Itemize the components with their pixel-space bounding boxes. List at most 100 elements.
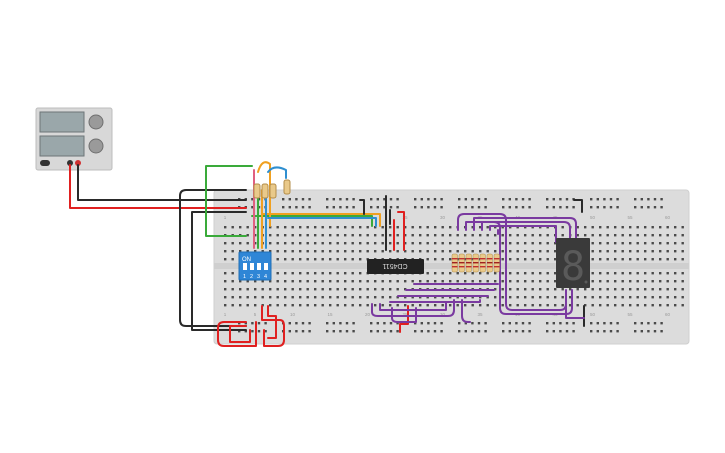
breadboard-hole[interactable] (590, 198, 593, 201)
breadboard-hole[interactable] (629, 304, 632, 307)
breadboard-hole[interactable] (291, 242, 294, 245)
breadboard-hole[interactable] (508, 206, 511, 209)
breadboard-hole[interactable] (479, 242, 482, 245)
breadboard-hole[interactable] (420, 206, 423, 209)
breadboard-hole[interactable] (509, 250, 512, 253)
breadboard-hole[interactable] (591, 250, 594, 253)
breadboard-hole[interactable] (440, 330, 443, 333)
breadboard-hole[interactable] (254, 280, 257, 283)
breadboard-hole[interactable] (674, 280, 677, 283)
breadboard-hole[interactable] (477, 330, 481, 333)
breadboard-hole[interactable] (339, 322, 342, 325)
breadboard-hole[interactable] (427, 206, 430, 209)
breadboard-hole[interactable] (224, 280, 227, 283)
breadboard-hole[interactable] (374, 242, 377, 245)
breadboard-hole[interactable] (508, 198, 511, 201)
breadboard-hole[interactable] (299, 272, 302, 275)
breadboard-hole[interactable] (501, 288, 504, 291)
breadboard-hole[interactable] (516, 258, 519, 261)
breadboard-hole[interactable] (269, 280, 272, 283)
breadboard-hole[interactable] (659, 288, 662, 291)
breadboard-hole[interactable] (471, 304, 474, 307)
breadboard-hole[interactable] (494, 272, 497, 275)
breadboard-hole[interactable] (681, 250, 684, 253)
wire-blue-1[interactable] (267, 166, 287, 179)
breadboard-hole[interactable] (288, 198, 291, 201)
breadboard-hole[interactable] (336, 296, 339, 299)
resistor-4[interactable] (283, 179, 291, 195)
breadboard-hole[interactable] (321, 280, 324, 283)
breadboard-hole[interactable] (284, 272, 287, 275)
breadboard-hole[interactable] (524, 258, 527, 261)
breadboard-hole[interactable] (231, 296, 234, 299)
breadboard-hole[interactable] (681, 296, 684, 299)
breadboard-hole[interactable] (609, 206, 613, 209)
breadboard-hole[interactable] (441, 304, 444, 307)
breadboard-hole[interactable] (370, 198, 373, 201)
breadboard-hole[interactable] (396, 198, 399, 201)
breadboard-hole[interactable] (629, 250, 632, 253)
breadboard-hole[interactable] (351, 250, 354, 253)
breadboard-hole[interactable] (559, 198, 562, 201)
breadboard-hole[interactable] (636, 304, 639, 307)
breadboard-hole[interactable] (239, 226, 242, 229)
breadboard-hole[interactable] (314, 226, 317, 229)
breadboard-hole[interactable] (321, 288, 324, 291)
breadboard-hole[interactable] (569, 288, 572, 291)
breadboard-hole[interactable] (539, 234, 542, 237)
breadboard-hole[interactable] (321, 234, 324, 237)
breadboard-hole[interactable] (321, 242, 324, 245)
breadboard-hole[interactable] (434, 258, 437, 261)
breadboard-hole[interactable] (640, 206, 643, 209)
breadboard-hole[interactable] (329, 304, 332, 307)
breadboard-hole[interactable] (629, 296, 632, 299)
breadboard-hole[interactable] (502, 198, 505, 201)
breadboard-hole[interactable] (681, 272, 684, 275)
breadboard-hole[interactable] (306, 234, 309, 237)
breadboard-hole[interactable] (651, 272, 654, 275)
breadboard-hole[interactable] (546, 258, 549, 261)
breadboard-hole[interactable] (306, 280, 309, 283)
breadboard-hole[interactable] (359, 304, 362, 307)
breadboard-hole[interactable] (464, 330, 467, 333)
breadboard-hole[interactable] (426, 272, 429, 275)
breadboard-hole[interactable] (282, 206, 285, 209)
breadboard-hole[interactable] (344, 258, 347, 261)
breadboard-hole[interactable] (291, 288, 294, 291)
breadboard-hole[interactable] (396, 250, 399, 253)
breadboard-hole[interactable] (299, 258, 302, 261)
breadboard-hole[interactable] (257, 330, 261, 333)
breadboard-hole[interactable] (659, 234, 662, 237)
breadboard-hole[interactable] (306, 304, 309, 307)
breadboard-hole[interactable] (599, 288, 602, 291)
breadboard-hole[interactable] (531, 288, 534, 291)
breadboard-hole[interactable] (614, 250, 617, 253)
wire-purple-3[interactable] (473, 217, 577, 243)
breadboard-hole[interactable] (651, 288, 654, 291)
breadboard-hole[interactable] (441, 272, 444, 275)
breadboard-hole[interactable] (554, 280, 557, 283)
breadboard-hole[interactable] (419, 250, 422, 253)
breadboard-hole[interactable] (644, 226, 647, 229)
breadboard-hole[interactable] (674, 304, 677, 307)
breadboard-hole[interactable] (515, 322, 518, 325)
breadboard-hole[interactable] (427, 322, 430, 325)
breadboard-hole[interactable] (374, 296, 377, 299)
breadboard-hole[interactable] (251, 198, 254, 201)
breadboard-hole[interactable] (295, 206, 298, 209)
breadboard-hole[interactable] (374, 234, 377, 237)
breadboard-hole[interactable] (458, 198, 461, 201)
breadboard-hole[interactable] (383, 330, 386, 333)
breadboard-hole[interactable] (326, 322, 329, 325)
breadboard-hole[interactable] (231, 304, 234, 307)
breadboard-hole[interactable] (389, 322, 393, 325)
breadboard-hole[interactable] (434, 226, 437, 229)
resistor-3[interactable] (269, 183, 277, 199)
breadboard-hole[interactable] (352, 322, 355, 325)
breadboard-hole[interactable] (464, 234, 467, 237)
breadboard-hole[interactable] (614, 304, 617, 307)
breadboard-hole[interactable] (464, 272, 467, 275)
breadboard-hole[interactable] (291, 296, 294, 299)
breadboard-hole[interactable] (524, 280, 527, 283)
breadboard-hole[interactable] (484, 206, 487, 209)
